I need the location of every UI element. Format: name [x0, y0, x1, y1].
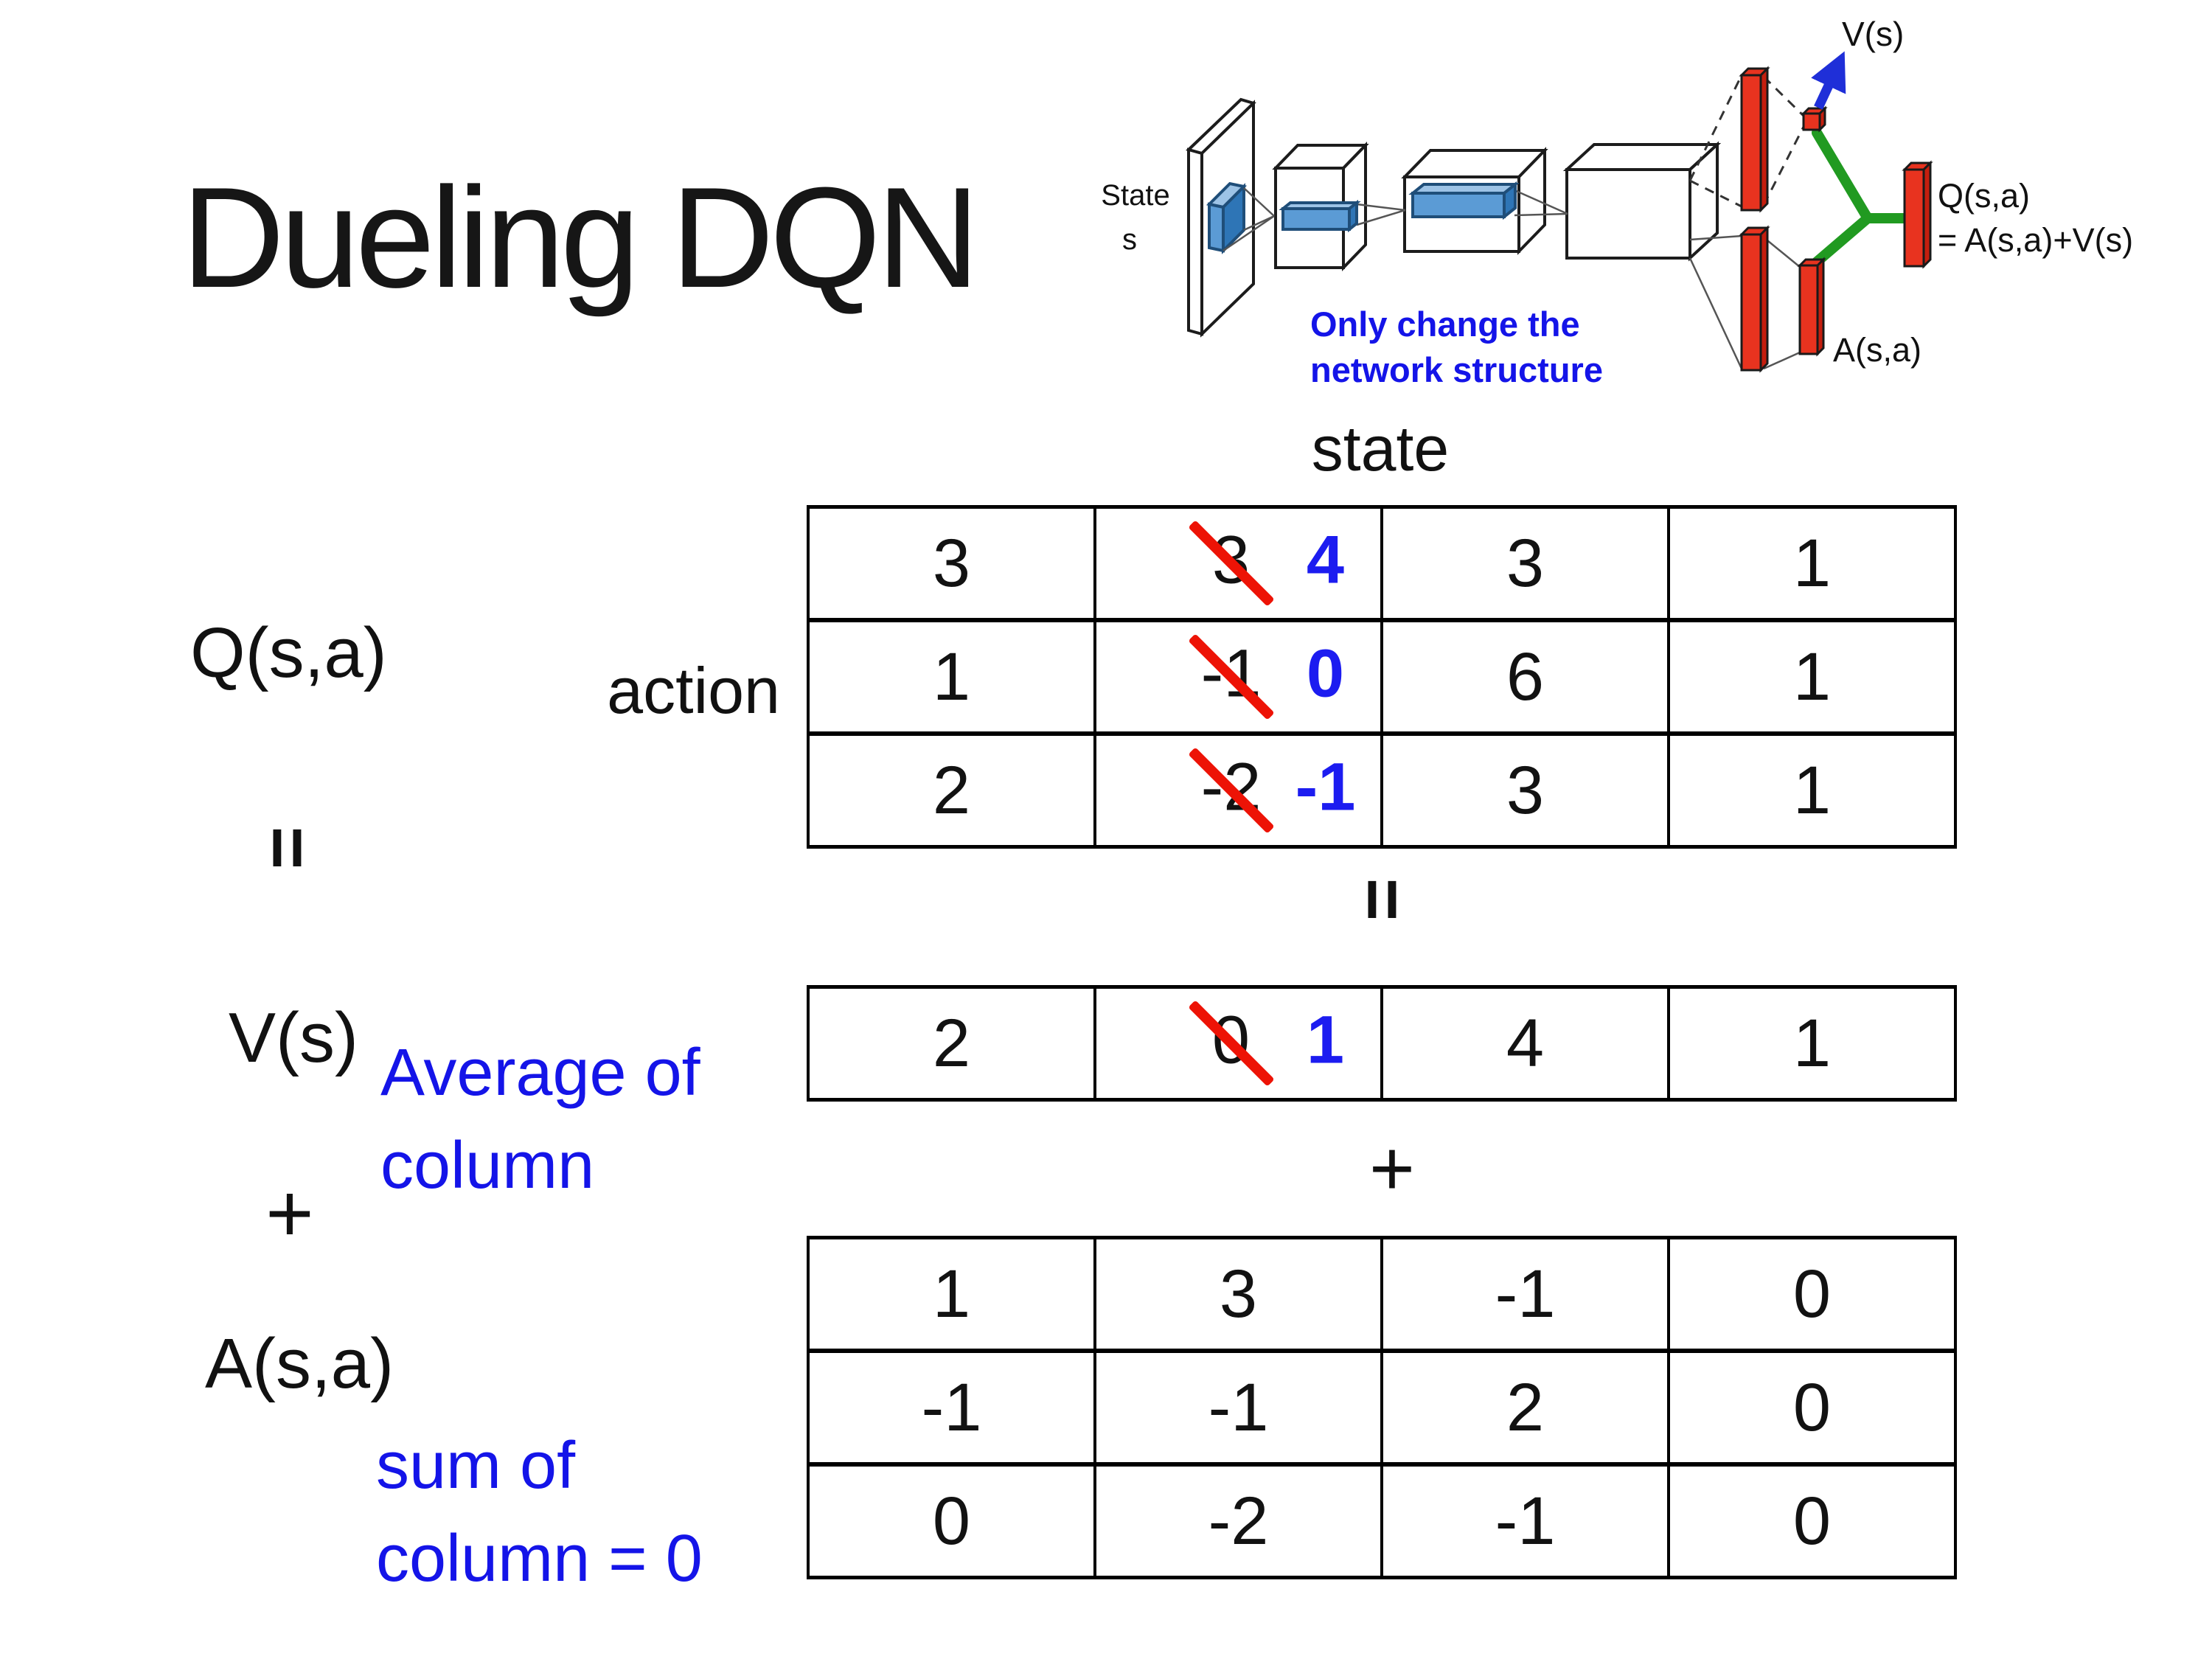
- table-cell: -1: [1382, 1464, 1669, 1578]
- green-aggregator: [1806, 128, 1911, 272]
- table-cell: 1: [1669, 507, 1955, 620]
- table-cell: 3: [1382, 734, 1669, 847]
- table-cell: -1: [808, 1351, 1095, 1464]
- network-diagram: V(s) State s Q(s,a) = A(s,a)+V(s) A(s,a)…: [1101, 15, 2133, 389]
- v-function-label: V(s): [229, 998, 358, 1077]
- table-cell: 0: [1669, 1351, 1955, 1464]
- v-branch-dashed-lines: [1688, 74, 1805, 208]
- table-cell: 0: [1669, 1464, 1955, 1578]
- table-cell: 0: [808, 1464, 1095, 1578]
- diagram-state-label-line1: State: [1101, 179, 1169, 212]
- replacement-value: -1: [1295, 749, 1356, 825]
- q-function-label: Q(s,a): [190, 613, 387, 692]
- table-cell: 2: [808, 987, 1095, 1100]
- average-note-line1: Average of: [380, 1036, 700, 1110]
- plus-sign-left: +: [265, 1167, 314, 1259]
- table-cell: 1: [1669, 734, 1955, 847]
- average-note: Average of column: [380, 1026, 700, 1212]
- table-cell: 3: [808, 507, 1095, 620]
- table-cell: 01: [1095, 987, 1382, 1100]
- conv-connection-lines: [1222, 187, 1568, 252]
- fc-cube: [1562, 141, 1722, 262]
- table-cell: 1: [808, 1237, 1095, 1351]
- v-node: [1801, 105, 1828, 133]
- table-cell: 1: [1669, 620, 1955, 734]
- table-cell: -1: [1095, 1351, 1382, 1464]
- table-cell: 6: [1382, 620, 1669, 734]
- table-cell: 1: [1669, 987, 1955, 1100]
- input-patch: [1206, 181, 1248, 254]
- page-title: Dueling DQN: [181, 158, 980, 318]
- table-cell: -2-1: [1095, 734, 1382, 847]
- diagram-note-line2: network structure: [1310, 350, 1603, 389]
- diagram-a-label: A(s,a): [1833, 331, 1921, 369]
- v-table: 20141: [807, 985, 1957, 1102]
- sum-note-line1: sum of: [376, 1429, 576, 1503]
- table-cell: 3: [1095, 1237, 1382, 1351]
- table-cell: 3: [1382, 507, 1669, 620]
- table-cell: 4: [1382, 987, 1669, 1100]
- a-node-bar: [1797, 257, 1826, 357]
- diagram-note-line1: Only change the: [1310, 305, 1580, 344]
- action-axis-label: action: [607, 654, 780, 727]
- a-branch-lines: [1688, 234, 1801, 370]
- state-axis-label: state: [1311, 414, 1450, 484]
- diagram-q-label: Q(s,a): [1938, 177, 2030, 215]
- table-cell: -10: [1095, 620, 1382, 734]
- v-output-arrow-icon: [1811, 51, 1846, 110]
- table-cell: 1: [808, 620, 1095, 734]
- replacement-value: 1: [1306, 1002, 1345, 1078]
- equals-sign-left: =: [246, 826, 329, 870]
- fc-bar-lower: [1739, 225, 1770, 373]
- diagram-state-label-line2: s: [1122, 223, 1137, 256]
- plus-sign-middle: +: [1369, 1125, 1415, 1212]
- diagram-q-formula: = A(s,a)+V(s): [1938, 221, 2133, 259]
- diagram-v-label: V(s): [1842, 15, 1904, 53]
- replacement-value: 0: [1306, 636, 1345, 712]
- table-cell: 34: [1095, 507, 1382, 620]
- sum-note: sum of column = 0: [376, 1419, 703, 1605]
- replacement-value: 4: [1306, 522, 1345, 598]
- a-function-label: A(s,a): [205, 1324, 394, 1403]
- table-cell: -2: [1095, 1464, 1382, 1578]
- table-cell: 2: [808, 734, 1095, 847]
- feature-slab-1: [1279, 199, 1361, 233]
- table-cell: 2: [1382, 1351, 1669, 1464]
- fc-bar-upper: [1739, 66, 1770, 213]
- q-output-bar: [1902, 160, 1933, 269]
- equals-sign-middle: =: [1341, 877, 1424, 922]
- sum-note-line2: column = 0: [376, 1522, 703, 1596]
- feature-slab-2: [1408, 181, 1520, 220]
- average-note-line2: column: [380, 1129, 595, 1203]
- table-cell: 0: [1669, 1237, 1955, 1351]
- table-cell: -1: [1382, 1237, 1669, 1351]
